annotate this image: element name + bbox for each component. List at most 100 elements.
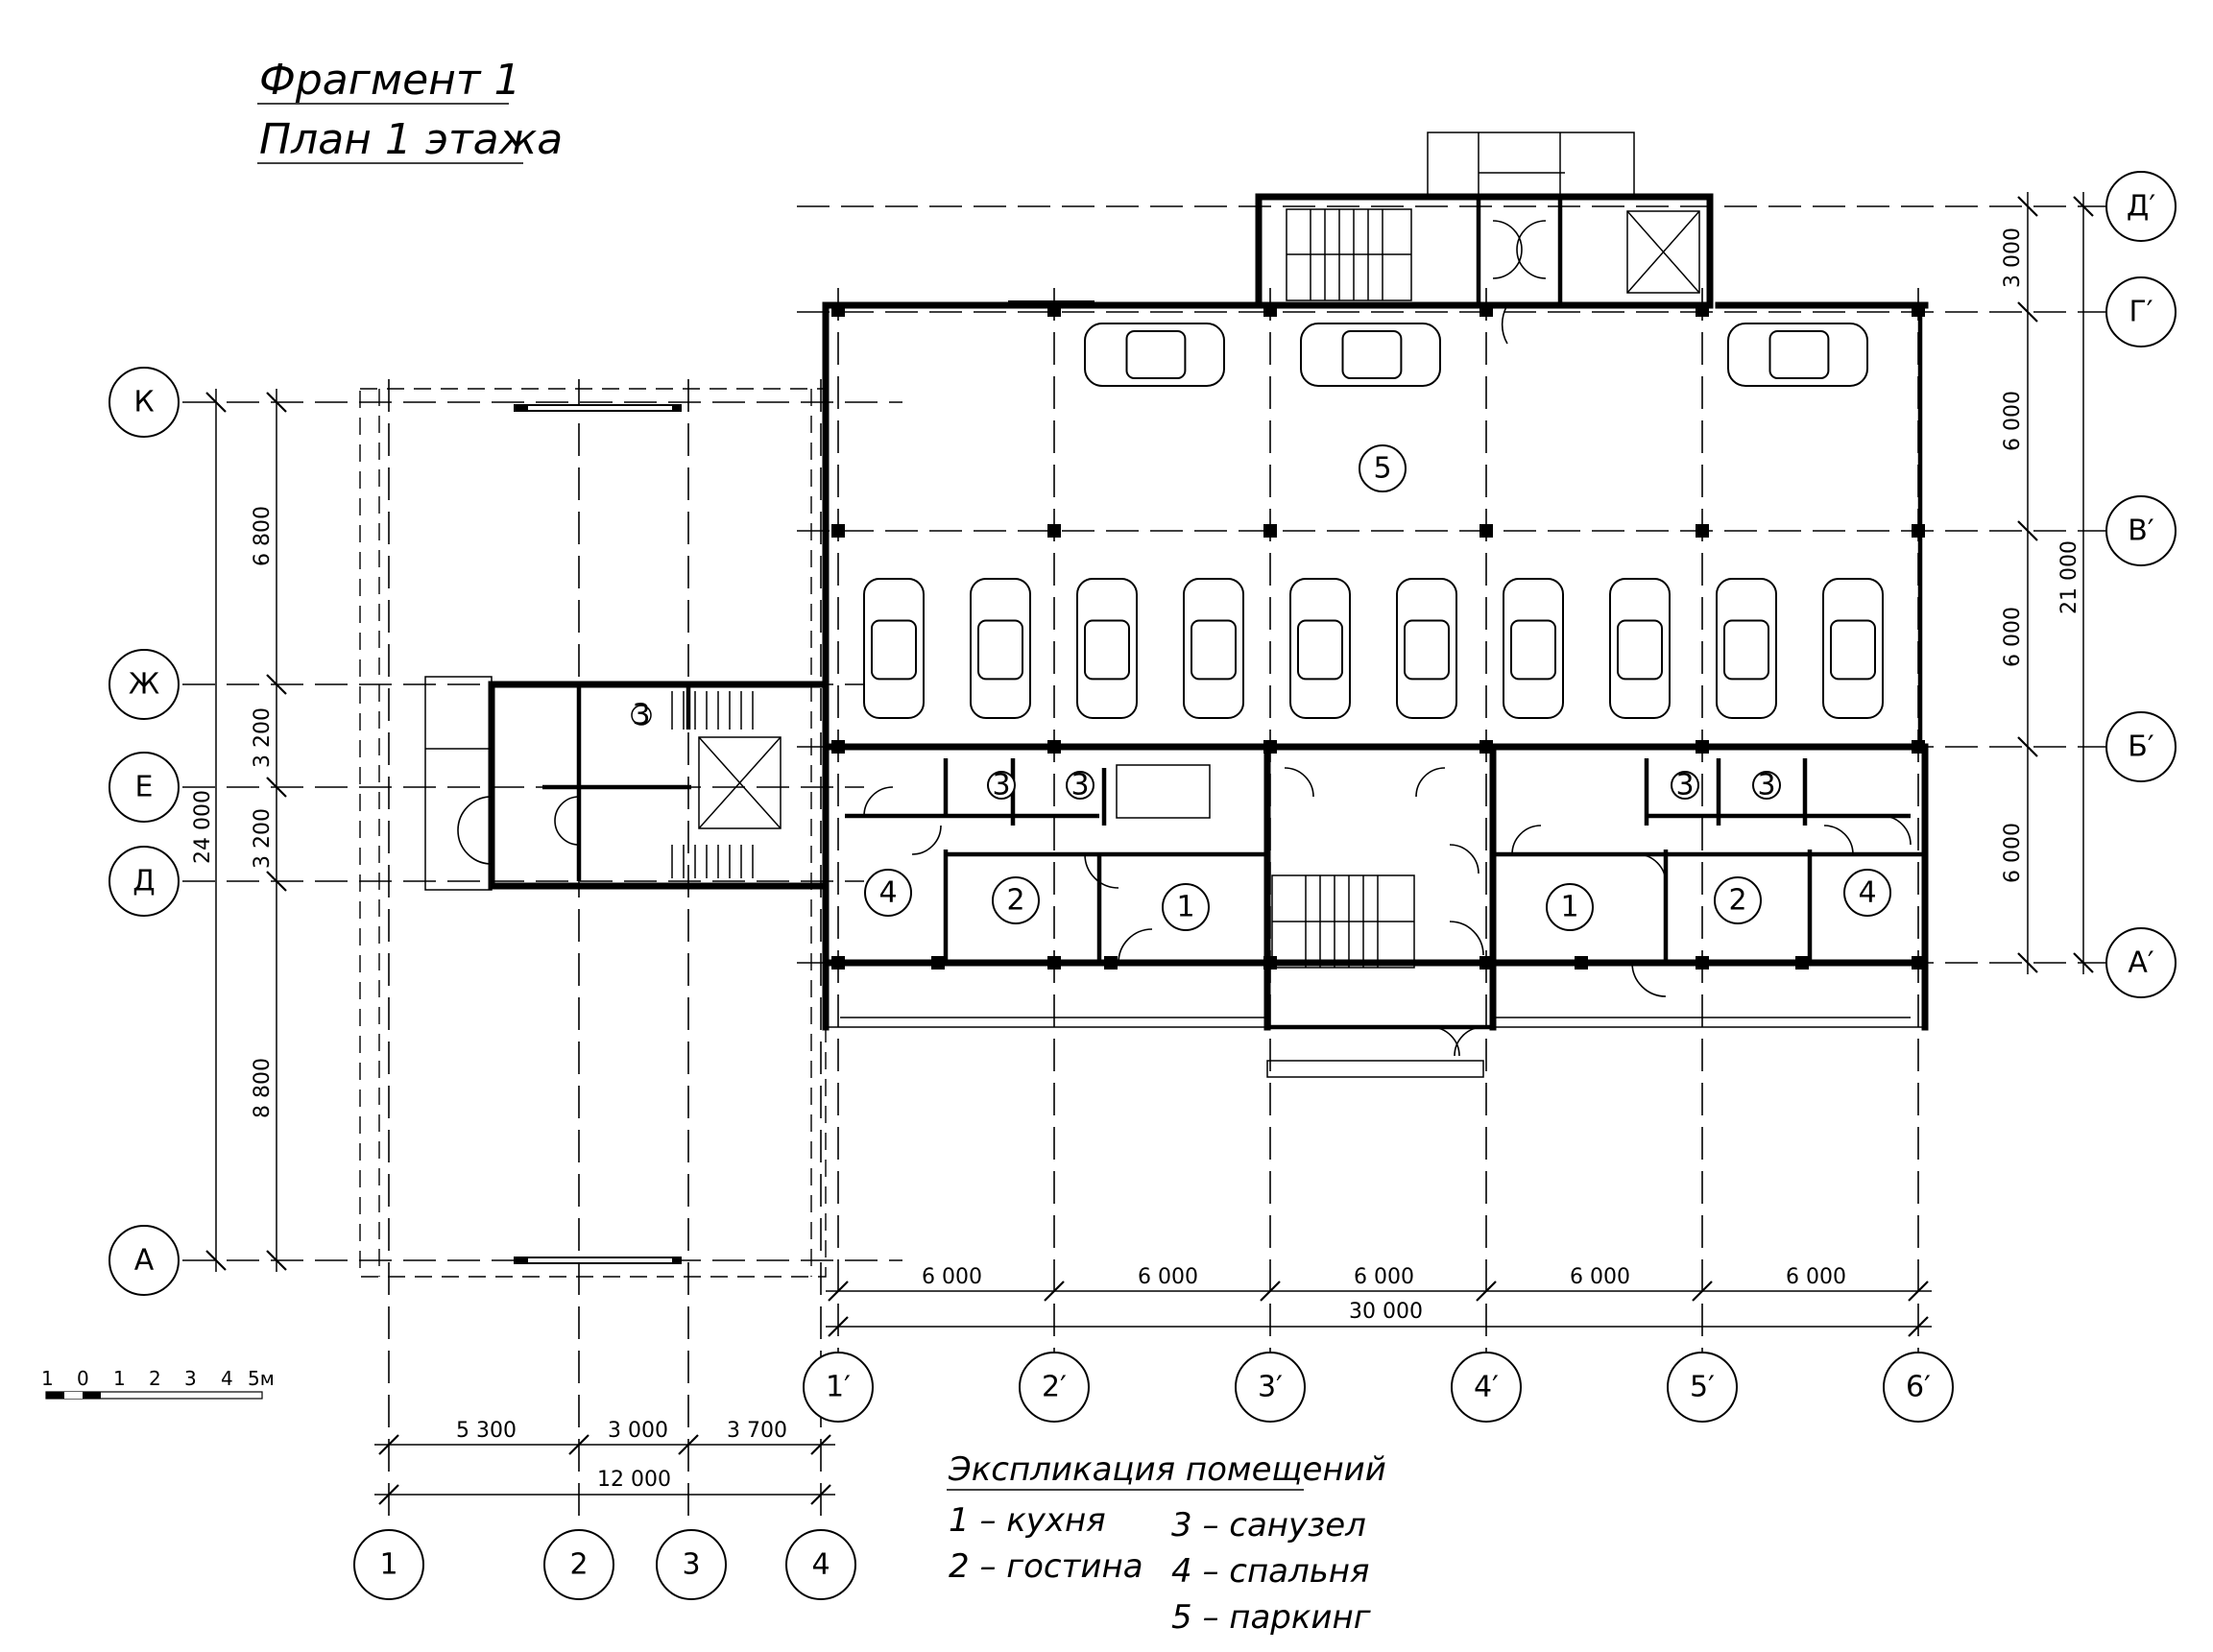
axis-label-left-2: Ж [129, 668, 159, 702]
title-line1: Фрагмент 1 [259, 56, 521, 105]
axis-label-right-2: Г′ [2129, 296, 2153, 329]
legend-item-5: 5 – паркинг [1171, 1598, 1372, 1637]
dim-right-seg-3: 6 000 [2001, 607, 2025, 667]
door-swing-icon [1492, 220, 1547, 279]
axis-label-bottom-left-3: 3 [682, 1548, 700, 1582]
axis-label-bottom-left-4: 4 [811, 1548, 830, 1582]
room-label-right-1: 1 [1560, 891, 1578, 924]
dim-bottom-left-seg-1: 5 300 [456, 1419, 517, 1443]
room-label-left-2: 2 [1006, 884, 1024, 918]
car-icon [1183, 578, 1244, 719]
bottom-right-dimensions: 6 000 6 000 6 000 6 000 6 000 30 000 [826, 1265, 1932, 1337]
axis-label-bottom-right-6: 6′ [1906, 1371, 1931, 1404]
room-marker-right-2 [1714, 876, 1762, 924]
room-bath-left-core: 3 [632, 699, 650, 732]
door-swing-icon [863, 767, 1912, 1057]
car-icon [863, 578, 925, 719]
room-label-bath-4: 3 [1757, 769, 1775, 802]
bottom-left-dimensions: 5 300 3 000 3 700 12 000 [374, 1419, 835, 1505]
room-marker-right-4 [1843, 869, 1891, 917]
room-marker-left-4 [864, 869, 912, 917]
dim-bottom-right-seg-1: 6 000 [922, 1265, 982, 1289]
stair-icon [671, 691, 754, 878]
dim-bottom-right-seg-4: 6 000 [1570, 1265, 1630, 1289]
car-icon [1289, 578, 1351, 719]
left-dimensions: 24 000 6 800 3 200 3 200 8 800 [191, 389, 287, 1272]
car-icon [1396, 578, 1457, 719]
axis-bubbles: К Ж Е Д А Д′ Г′ В′ Б′ А′ 1 2 3 4 1′ 2′ [108, 171, 2177, 1600]
stair-icon [1286, 208, 1412, 301]
parking-cars [863, 323, 1884, 719]
room-label-bath-1: 3 [992, 769, 1010, 802]
top-core [1255, 132, 1714, 345]
dim-left-seg-4: 8 800 [251, 1058, 275, 1118]
room-marker-left-1 [1162, 883, 1210, 931]
left-block-outline [359, 388, 827, 1278]
axis-label-bottom-left-1: 1 [379, 1548, 397, 1582]
scale-bar: 1 0 1 2 3 4 5м [41, 1367, 275, 1400]
car-icon [1822, 578, 1884, 719]
axis-label-bottom-right-2: 2′ [1042, 1371, 1067, 1404]
legend-item-4: 4 – спальня [1171, 1552, 1369, 1591]
car-icon [1727, 323, 1868, 387]
axis-label-right-3: В′ [2128, 515, 2154, 548]
dim-right-total: 21 000 [2057, 540, 2081, 614]
drawing-title: Фрагмент 1 План 1 этажа [257, 56, 563, 164]
room-marker-left-2 [992, 876, 1040, 924]
dim-left-seg-2: 3 200 [251, 707, 275, 768]
title-line2: План 1 этажа [259, 115, 563, 164]
axis-label-bottom-right-5: 5′ [1690, 1371, 1715, 1404]
scale-label-4: 2 [149, 1367, 161, 1390]
car-icon [1609, 578, 1671, 719]
dim-left-total: 24 000 [191, 790, 215, 864]
apartments [822, 743, 1929, 1078]
dim-bottom-left-total: 12 000 [597, 1468, 671, 1492]
right-dimensions: 3 000 6 000 6 000 6 000 21 000 [2001, 192, 2094, 974]
dim-bottom-left-seg-3: 3 700 [727, 1419, 787, 1443]
car-icon [1076, 578, 1138, 719]
room-label-bath-2: 3 [1070, 769, 1089, 802]
car-icon [1084, 323, 1225, 387]
dim-right-seg-2: 6 000 [2001, 391, 2025, 451]
dim-bottom-right-seg-5: 6 000 [1786, 1265, 1846, 1289]
axis-label-right-1: Д′ [2127, 190, 2155, 224]
dim-bottom-right-total: 30 000 [1349, 1300, 1423, 1324]
stair-icon [1272, 875, 1414, 968]
elevator-icon [698, 736, 782, 829]
car-icon [1716, 578, 1777, 719]
room-marker-right-1 [1546, 883, 1594, 931]
car-icon [1503, 578, 1564, 719]
axis-label-bottom-right-3: 3′ [1258, 1371, 1283, 1404]
room-label-right-4: 4 [1858, 876, 1876, 910]
axis-label-bottom-right-1: 1′ [826, 1371, 851, 1404]
scale-label-5: 3 [184, 1367, 197, 1390]
axis-label-left-3: Е [135, 771, 154, 804]
legend-item-2: 2 – гостина [949, 1547, 1143, 1586]
car-icon [970, 578, 1031, 719]
elevator-icon [1626, 210, 1700, 294]
scale-label-1: 1 [41, 1367, 54, 1390]
axis-label-left-1: К [133, 386, 154, 419]
room-label-parking: 5 [1373, 452, 1391, 486]
legend-item-1: 1 – кухня [949, 1501, 1106, 1540]
scale-label-3: 1 [113, 1367, 126, 1390]
scale-label-7: 5м [248, 1367, 275, 1390]
axis-label-right-4: Б′ [2128, 730, 2154, 764]
dim-left-seg-3: 3 200 [251, 808, 275, 869]
axis-label-bottom-left-2: 2 [569, 1548, 588, 1582]
legend: Экспликация помещений 1 – кухня 2 – гост… [947, 1450, 1386, 1637]
left-core: 3 [424, 676, 830, 891]
dim-right-seg-4: 6 000 [2001, 823, 2025, 883]
dim-bottom-right-seg-2: 6 000 [1138, 1265, 1198, 1289]
room-label-left-4: 4 [878, 876, 897, 910]
dim-left-seg-1: 6 800 [251, 506, 275, 566]
room-marker-parking [1359, 444, 1407, 492]
room-label-left-1: 1 [1176, 891, 1194, 924]
scale-label-6: 4 [221, 1367, 233, 1390]
dim-right-seg-1: 3 000 [2001, 227, 2025, 288]
axis-label-left-4: Д [132, 865, 155, 898]
axis-label-left-5: А [134, 1244, 155, 1278]
room-markers: 5 4 2 1 1 2 4 3 3 3 3 [864, 444, 1891, 931]
dim-bottom-right-seg-3: 6 000 [1354, 1265, 1414, 1289]
